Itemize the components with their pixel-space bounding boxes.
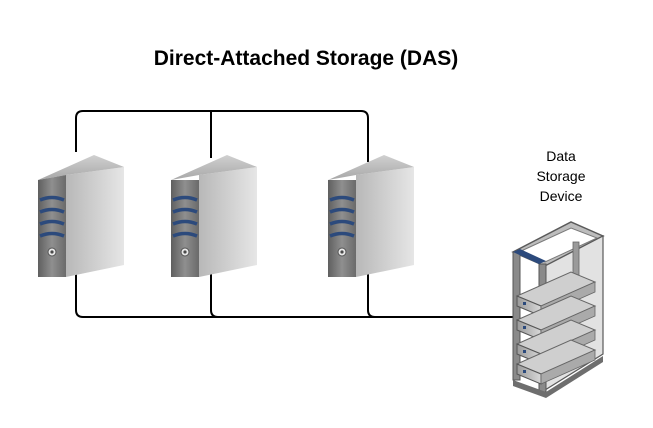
server-tower-icon xyxy=(38,155,124,277)
storage-device-label-line-1: Data xyxy=(546,148,576,164)
server-3 xyxy=(328,155,414,277)
bottom-bus-line-right xyxy=(367,272,376,318)
server-2 xyxy=(171,155,257,277)
server-1 xyxy=(38,155,124,277)
server-tower-icon xyxy=(328,155,414,277)
bottom-bus-line-left xyxy=(75,272,515,318)
storage-rack xyxy=(511,221,605,398)
rack-shelf xyxy=(515,339,597,385)
bottom-bus-line-middle xyxy=(210,272,219,318)
server-rack-icon xyxy=(511,221,605,398)
diagram-title: Direct-Attached Storage (DAS) xyxy=(153,47,459,70)
server-tower-icon xyxy=(171,155,257,277)
storage-device-label-line-3: Device xyxy=(539,188,583,204)
storage-device-label-line-2: Storage xyxy=(536,168,586,184)
top-bus-line xyxy=(75,110,369,162)
connection-lines xyxy=(75,110,515,318)
storage-device-label: Data Storage Device xyxy=(511,146,611,206)
